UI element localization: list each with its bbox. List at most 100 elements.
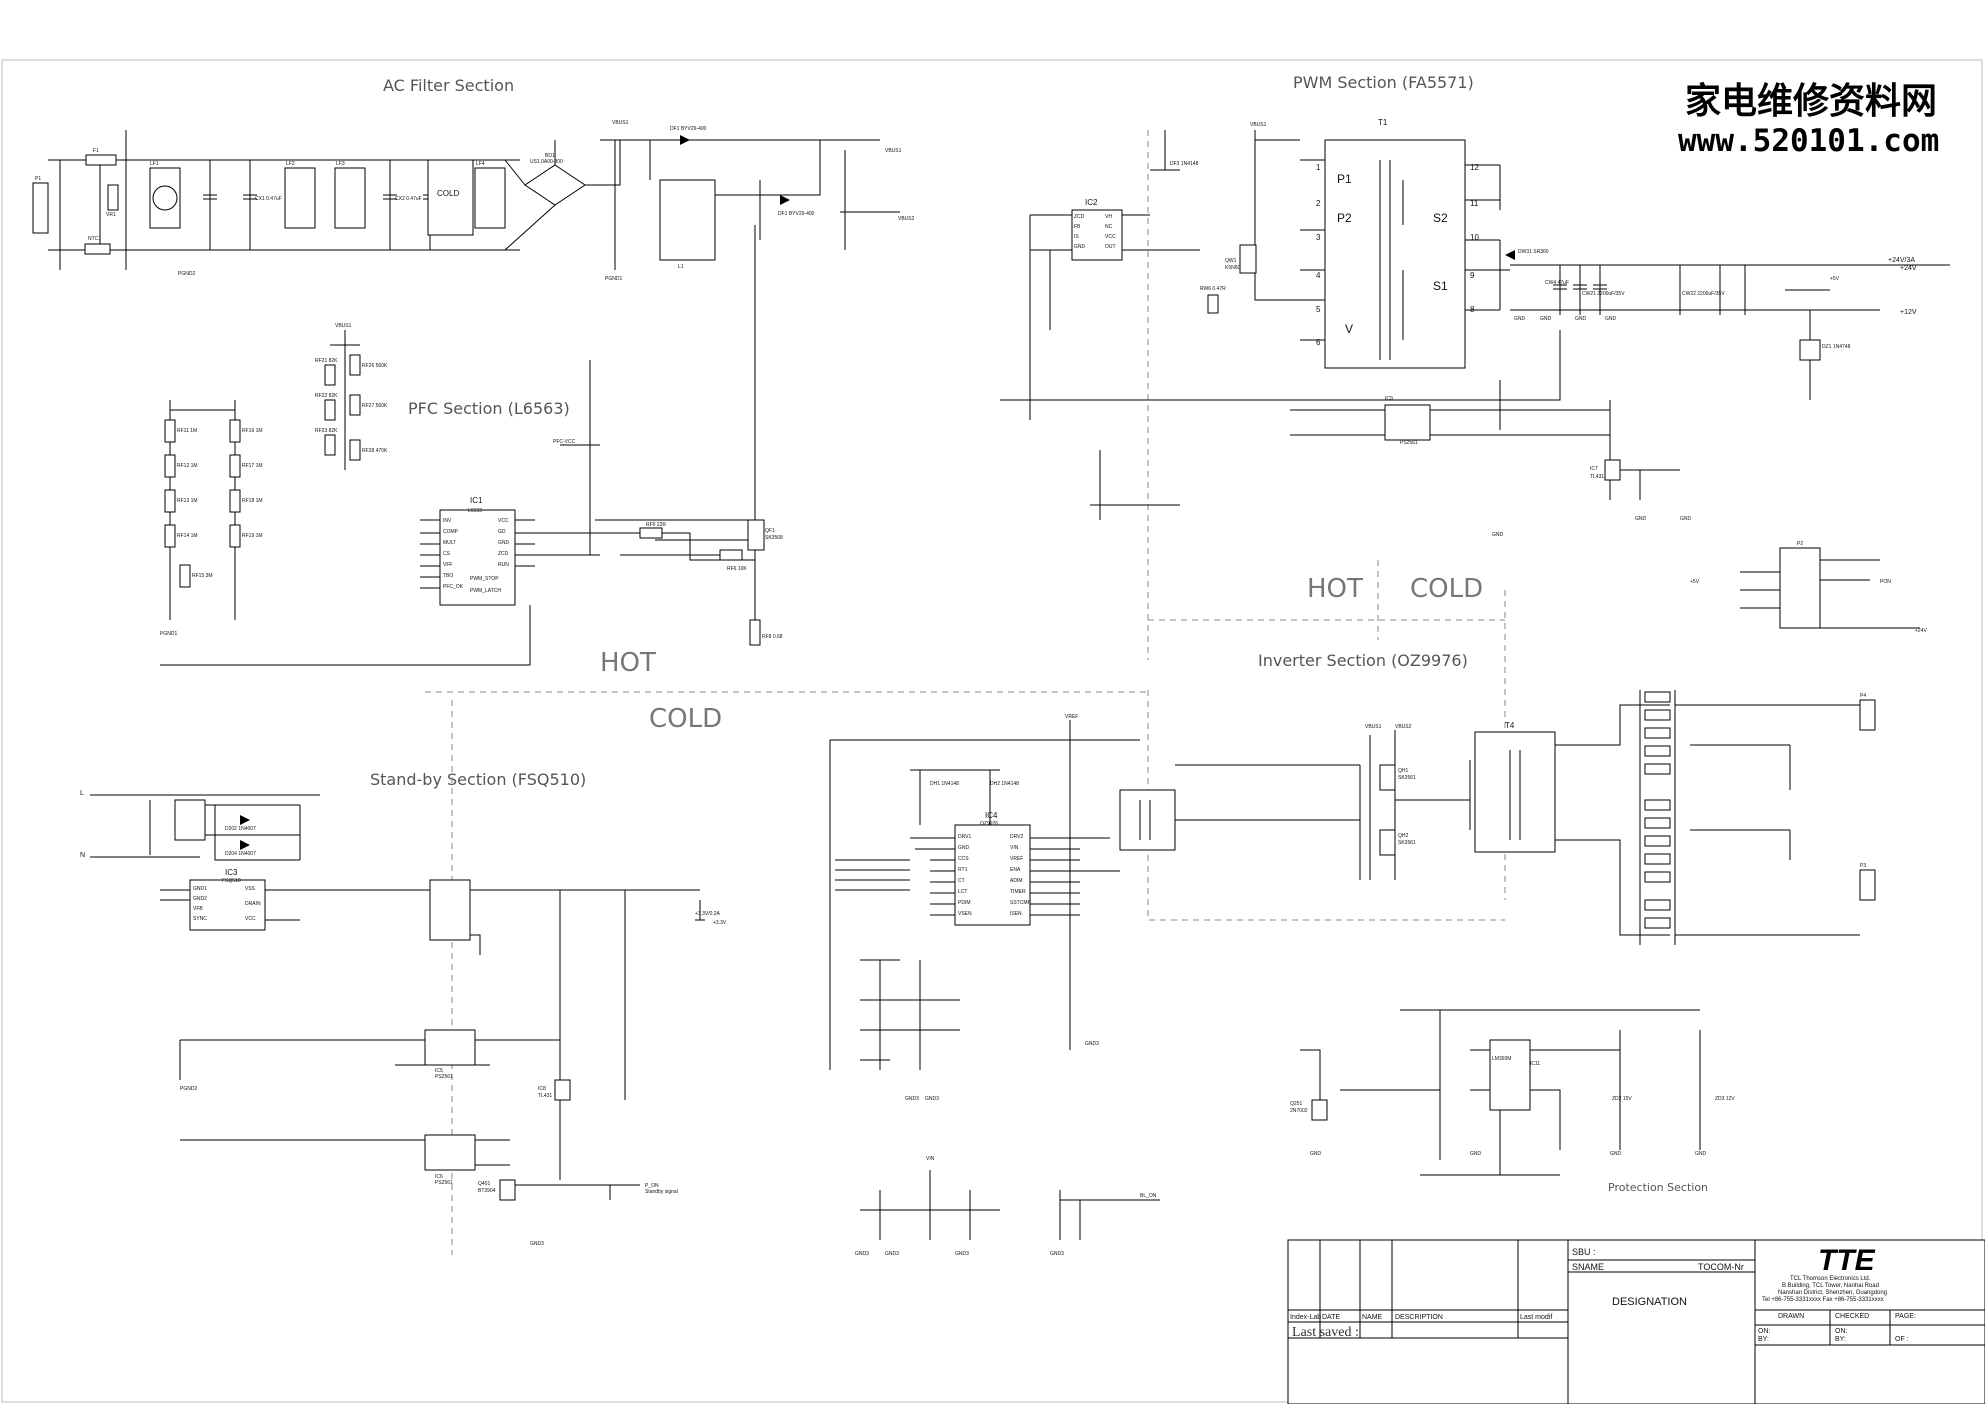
tb-phone: Tel +86-755-3331xxxx Fax +86-755-3331xxx… (1762, 1297, 1884, 1303)
gnd-pwm-1: GND (1514, 316, 1526, 322)
gate-drive-transformer (1119, 789, 1176, 851)
svg-text:SYNC: SYNC (193, 916, 207, 922)
svg-text:CT: CT (958, 878, 965, 884)
vbus1-pfc: VBUS1 (335, 323, 352, 329)
choke-lf1 (149, 167, 181, 229)
tb-designation: DESIGNATION (1612, 1296, 1687, 1308)
standby-signal: Standby signal (645, 1189, 678, 1195)
diode-d1 (680, 135, 690, 145)
qf1-part: SK3568 (765, 535, 783, 541)
tb-company: TCL Thomson Electronics Ltd. (1790, 1276, 1871, 1282)
rf5-label: RF5 22R (646, 522, 666, 528)
mosfet-qf1 (747, 519, 765, 551)
rf26 (349, 354, 361, 376)
ic3-fsq510 (189, 879, 266, 931)
tb-tocom: TOCOM-Nr (1698, 1262, 1744, 1272)
svg-text:RT1: RT1 (958, 867, 968, 873)
ic6-optocoupler (424, 1029, 476, 1066)
rf8-label: RF8 0.68 (762, 634, 783, 640)
svg-text:CS: CS (443, 551, 451, 557)
lf3-label: LF3 (336, 161, 345, 167)
ic9-label: IC9 (1385, 396, 1393, 402)
tb-of: OF : (1895, 1336, 1909, 1343)
choke-lf3 (334, 167, 366, 229)
rf6-label: RF6 10K (727, 566, 747, 572)
ic8-tl431 (554, 1079, 571, 1101)
rw6 (1207, 294, 1219, 314)
tb-description: DESCRIPTION (1395, 1314, 1443, 1321)
title-pwm: PWM Section (FA5571) (1293, 73, 1474, 92)
d203-label: D204 1N4007 (225, 851, 256, 857)
svg-text:6: 6 (1316, 338, 1321, 347)
rail-33v-2a: +3.3V/0.2A (695, 911, 721, 917)
rf16-label: RF16 1M (242, 428, 263, 434)
tb-logo: TTE (1818, 1244, 1876, 1277)
diode-d201 (240, 815, 250, 825)
rf11 (164, 419, 176, 443)
p2-24v: +24V (1915, 628, 1927, 634)
d201-label: D202 1N4007 (225, 826, 256, 832)
ic6-part: PS2561 (435, 1074, 453, 1080)
gnd-prot-2: GND (1470, 1151, 1482, 1157)
svg-text:5: 5 (1316, 305, 1321, 314)
gnd3-inv-3: GND3 (1085, 1041, 1099, 1047)
rf12 (164, 454, 176, 478)
qw1-label: QW1 (1225, 258, 1237, 264)
cold-box-label: COLD (437, 189, 459, 198)
choke-l13 (174, 799, 206, 841)
connector-p3 (1859, 869, 1876, 901)
vbus2-right: VBUS2 (898, 216, 915, 222)
qh1-part: SK3561 (1398, 775, 1416, 781)
svg-text:MULT: MULT (443, 540, 456, 546)
gnd-pwm-5: GND (1492, 532, 1504, 538)
title-ac-filter: AC Filter Section (383, 76, 514, 95)
connector-p4 (1859, 699, 1876, 731)
ic7-tl431 (1604, 459, 1621, 481)
svg-text:LCT: LCT (958, 889, 967, 895)
svg-text:VCC: VCC (498, 518, 509, 524)
svg-text:VH: VH (1105, 214, 1112, 220)
p2-label: P2 (1797, 541, 1803, 547)
protection-section: IC11 LM393M Q251 2N7002 ZD2 15V ZD3 12V … (1290, 1009, 1735, 1176)
tb-sbu: SBU : (1572, 1247, 1596, 1257)
rf5 (639, 527, 663, 539)
ic11-label: IC11 (1530, 1061, 1540, 1067)
ic8-part: TL431 (538, 1093, 552, 1099)
svg-text:GND: GND (498, 540, 510, 546)
tb-index: Index-Lab (1290, 1314, 1321, 1321)
gnd-pwm-7: GND (1680, 516, 1692, 522)
page-border (1, 59, 1983, 1403)
q251-label: Q251 (1290, 1101, 1302, 1107)
svg-text:FB: FB (1074, 224, 1081, 230)
varistor-vr1 (107, 184, 119, 211)
connector-p2 (1779, 547, 1821, 629)
svg-text:DRAIN: DRAIN (245, 901, 261, 907)
svg-text:1: 1 (1316, 163, 1321, 172)
ic6-label: IC5 (435, 1068, 443, 1074)
qw1-part: K5N60 (1225, 265, 1241, 271)
rf21 (324, 364, 336, 386)
transformer-t1 (1324, 139, 1466, 369)
svg-text:2: 2 (1316, 199, 1321, 208)
transistor-q401 (499, 1179, 516, 1201)
qh2-part: SK3561 (1398, 840, 1416, 846)
pgnd-ac: PGND2 (178, 271, 195, 277)
ic3-label: IC3 (225, 868, 238, 877)
diode-df1 (780, 195, 790, 205)
vbus1-pwm: VBUS1 (1250, 122, 1267, 128)
rail-33v: +3.3V (713, 920, 727, 926)
gnd3-inv-1: GND3 (905, 1096, 919, 1102)
ic2-fa5571 (1071, 209, 1123, 261)
svg-text:NC: NC (1105, 224, 1113, 230)
rf19 (229, 524, 241, 548)
vr1-label: VR1 (106, 212, 116, 218)
lf2-label: LF2 (286, 161, 295, 167)
output-capacitors: CW4 47uF CW21 2200uF/35V CW22 2200uF/35V (1545, 265, 1746, 315)
tb-by-2: BY: (1835, 1336, 1846, 1343)
svg-text:VIN: VIN (1010, 845, 1019, 851)
pgnd2-a: PGND2 (180, 1086, 197, 1092)
bl-on-label: BL_ON (1140, 1193, 1157, 1199)
svg-text:9: 9 (1470, 271, 1475, 280)
pwm-section: IC2 ZCD FB IS GND VH NC VCC OUT DF3 1N41… (1000, 118, 1950, 634)
tb-checked: CHECKED (1835, 1313, 1869, 1320)
